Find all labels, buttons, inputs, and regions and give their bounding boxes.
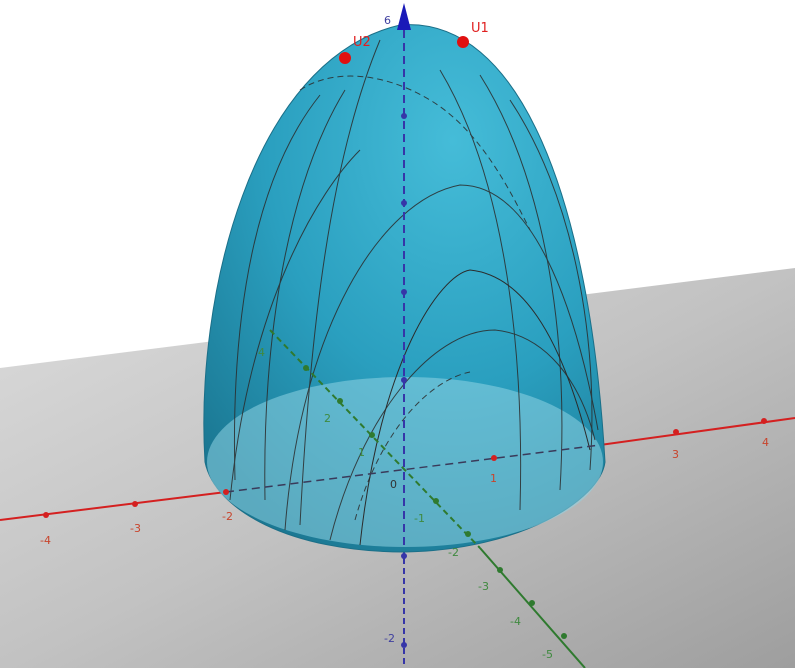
z-tick-label: -2 bbox=[384, 632, 395, 645]
x-tick-label: 4 bbox=[762, 436, 769, 449]
z-axis-labels: -2 6 bbox=[384, 14, 395, 645]
y-tick-label: 1 bbox=[358, 446, 365, 459]
x-tick-label: 1 bbox=[490, 472, 497, 485]
y-tick-label: -3 bbox=[478, 580, 489, 593]
x-axis-ticks bbox=[43, 418, 767, 518]
y-tick-label: -5 bbox=[542, 648, 553, 661]
y-tick-label: -4 bbox=[510, 615, 521, 628]
point-u1[interactable] bbox=[457, 36, 469, 48]
origin-label: 0 bbox=[390, 478, 397, 491]
y-axis-front bbox=[479, 547, 586, 668]
x-axis-left bbox=[0, 491, 227, 521]
x-tick-label: -4 bbox=[40, 534, 51, 547]
inner-arc bbox=[359, 269, 591, 546]
surface-mesh bbox=[229, 39, 599, 541]
x-tick-label: -3 bbox=[130, 522, 141, 535]
y-tick-label: 2 bbox=[324, 412, 331, 425]
x-axis-labels: -4 -3 -2 1 3 4 bbox=[40, 436, 769, 547]
point-u2-label: U2 bbox=[353, 35, 371, 50]
point-u2[interactable] bbox=[339, 52, 351, 64]
y-tick-label: 4 bbox=[258, 346, 265, 359]
point-u1-label: U1 bbox=[471, 21, 489, 36]
y-tick-label: -2 bbox=[448, 546, 459, 559]
x-axis-inside bbox=[225, 444, 601, 493]
z-axis-ticks bbox=[401, 113, 407, 648]
y-axis-ticks bbox=[303, 365, 567, 639]
y-tick-label: -1 bbox=[414, 512, 425, 525]
x-tick-label: -2 bbox=[222, 510, 233, 523]
z-axis-arrow bbox=[397, 3, 411, 30]
y-axis-labels: -5 -4 -3 -2 -1 1 2 4 bbox=[258, 346, 553, 661]
x-tick-label: 3 bbox=[672, 448, 679, 461]
z-tick-label: 6 bbox=[384, 14, 391, 27]
